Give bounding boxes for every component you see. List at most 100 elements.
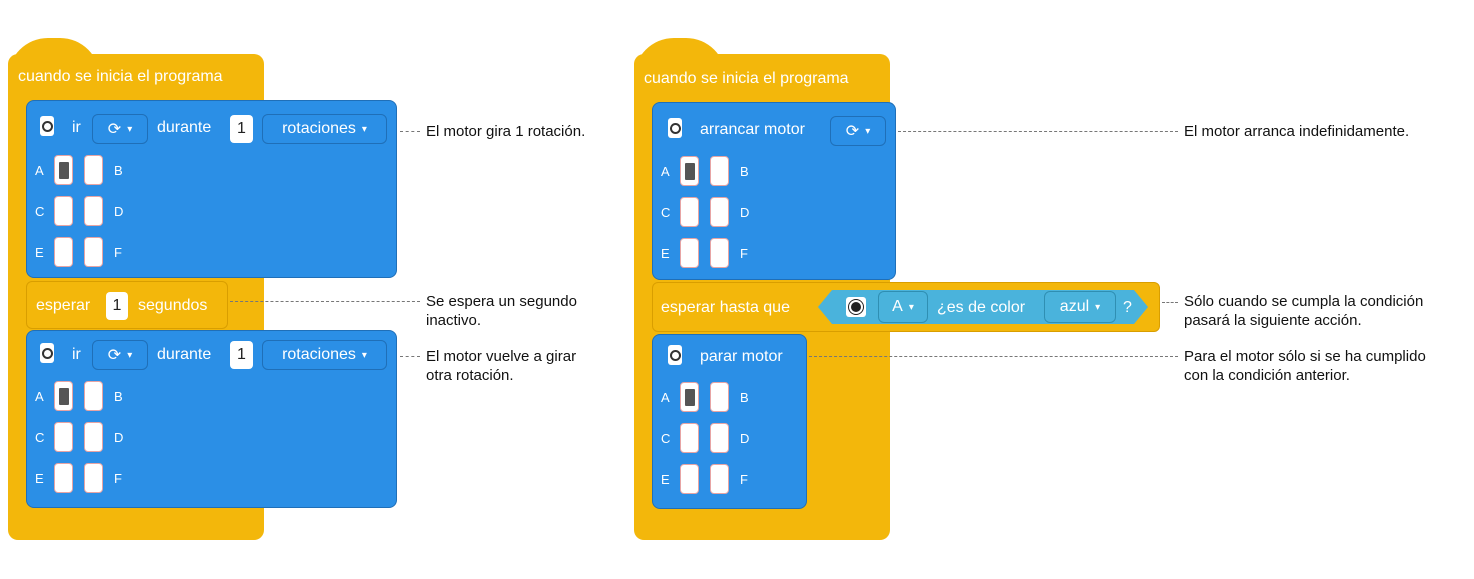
annotation-leader-line — [898, 131, 1178, 132]
port-f-toggle[interactable] — [710, 464, 729, 494]
port-label-a: A — [35, 389, 44, 404]
chevron-down-icon: ▾ — [361, 349, 367, 361]
port-a-toggle[interactable] — [54, 155, 73, 185]
port-c-toggle[interactable] — [54, 196, 73, 226]
annotation-text: El motor arranca indefinidamente. — [1184, 123, 1410, 140]
rotate-clockwise-icon: ⟳ — [845, 123, 860, 140]
port-label-f: F — [114, 245, 122, 260]
port-label-c: C — [35, 430, 45, 445]
port-d-toggle[interactable] — [710, 423, 729, 453]
motor-verb: ir — [72, 346, 81, 363]
direction-dropdown[interactable]: ⟳▾ — [92, 340, 148, 370]
port-f-toggle[interactable] — [84, 463, 103, 493]
port-c-toggle[interactable] — [680, 423, 699, 453]
annotation-leader-line — [1162, 302, 1178, 303]
unit-label: rotaciones — [282, 346, 356, 363]
annotation-text: Se espera un segundo inactivo. — [426, 293, 577, 329]
amount-input[interactable]: 1 — [230, 115, 253, 143]
port-label-f: F — [114, 471, 122, 486]
motor-icon — [40, 343, 54, 363]
chevron-down-icon: ▾ — [908, 301, 914, 313]
port-a-toggle[interactable] — [54, 381, 73, 411]
during-label: durante — [157, 346, 212, 363]
annotation-leader-line — [400, 131, 420, 132]
port-label-a: A — [661, 390, 670, 405]
motor-icon — [668, 345, 682, 365]
port-label-d: D — [114, 204, 124, 219]
sensor-port-label: A — [892, 298, 903, 315]
port-label-f: F — [740, 246, 748, 261]
chevron-down-icon: ▾ — [127, 123, 133, 135]
unit-dropdown[interactable]: rotaciones ▾ — [262, 340, 387, 370]
port-b-toggle[interactable] — [710, 382, 729, 412]
port-d-toggle[interactable] — [84, 196, 103, 226]
port-label-e: E — [35, 245, 44, 260]
motor-verb: ir — [72, 119, 81, 136]
seconds-input[interactable]: 1 — [106, 292, 128, 320]
port-label-b: B — [114, 389, 123, 404]
chevron-down-icon: ▾ — [127, 349, 133, 361]
port-label-b: B — [740, 390, 749, 405]
port-e-toggle[interactable] — [54, 463, 73, 493]
motor-icon — [40, 116, 54, 136]
port-b-toggle[interactable] — [84, 155, 103, 185]
port-e-toggle[interactable] — [54, 237, 73, 267]
port-c-toggle[interactable] — [54, 422, 73, 452]
rotate-clockwise-icon: ⟳ — [107, 347, 122, 364]
port-label-d: D — [114, 430, 124, 445]
motor-verb: arrancar motor — [700, 121, 805, 138]
seconds-unit: segundos — [138, 297, 208, 314]
port-label-e: E — [661, 472, 670, 487]
hat-block-title: cuando se inicia el programa — [18, 68, 223, 85]
port-f-toggle[interactable] — [84, 237, 103, 267]
color-question: ¿es de color — [937, 299, 1026, 316]
port-e-toggle[interactable] — [680, 238, 699, 268]
annotation-leader-line — [230, 301, 420, 302]
annotation-text: El motor gira 1 rotación. — [426, 123, 586, 140]
color-sensor-icon — [846, 297, 866, 317]
direction-dropdown[interactable]: ⟳▾ — [92, 114, 148, 144]
port-label-b: B — [740, 164, 749, 179]
port-label-c: C — [35, 204, 45, 219]
port-label-a: A — [661, 164, 670, 179]
port-label-a: A — [35, 163, 44, 178]
port-label-e: E — [35, 471, 44, 486]
port-label-f: F — [740, 472, 748, 487]
port-a-toggle[interactable] — [680, 382, 699, 412]
port-b-toggle[interactable] — [710, 156, 729, 186]
color-label: azul — [1059, 298, 1090, 315]
unit-dropdown[interactable]: rotaciones ▾ — [262, 114, 387, 144]
color-dropdown[interactable]: azul ▾ — [1044, 291, 1116, 323]
direction-dropdown[interactable]: ⟳▾ — [830, 116, 886, 146]
wait-label: esperar hasta que — [661, 299, 790, 316]
motor-icon — [668, 118, 682, 138]
port-e-toggle[interactable] — [680, 464, 699, 494]
port-label-d: D — [740, 431, 750, 446]
port-b-toggle[interactable] — [84, 381, 103, 411]
amount-input[interactable]: 1 — [230, 341, 253, 369]
sensor-port-dropdown[interactable]: A▾ — [878, 291, 928, 323]
annotation-leader-line — [400, 356, 420, 357]
annotation-text: El motor vuelve a girar otra rotación. — [426, 348, 577, 384]
port-c-toggle[interactable] — [680, 197, 699, 227]
port-a-toggle[interactable] — [680, 156, 699, 186]
chevron-down-icon: ▾ — [865, 125, 871, 137]
port-label-e: E — [661, 246, 670, 261]
port-d-toggle[interactable] — [84, 422, 103, 452]
hat-block-title: cuando se inicia el programa — [644, 70, 849, 87]
wait-label: esperar — [36, 297, 91, 314]
during-label: durante — [157, 119, 212, 136]
unit-label: rotaciones — [282, 120, 356, 137]
port-d-toggle[interactable] — [710, 197, 729, 227]
motor-verb: parar motor — [700, 348, 783, 365]
chevron-down-icon: ▾ — [1095, 301, 1101, 313]
question-mark: ? — [1123, 299, 1132, 316]
annotation-text: Sólo cuando se cumpla la condición pasar… — [1184, 293, 1424, 329]
port-label-c: C — [661, 431, 671, 446]
port-label-c: C — [661, 205, 671, 220]
port-label-d: D — [740, 205, 750, 220]
port-label-b: B — [114, 163, 123, 178]
port-f-toggle[interactable] — [710, 238, 729, 268]
annotation-leader-line — [809, 356, 1178, 357]
chevron-down-icon: ▾ — [361, 123, 367, 135]
